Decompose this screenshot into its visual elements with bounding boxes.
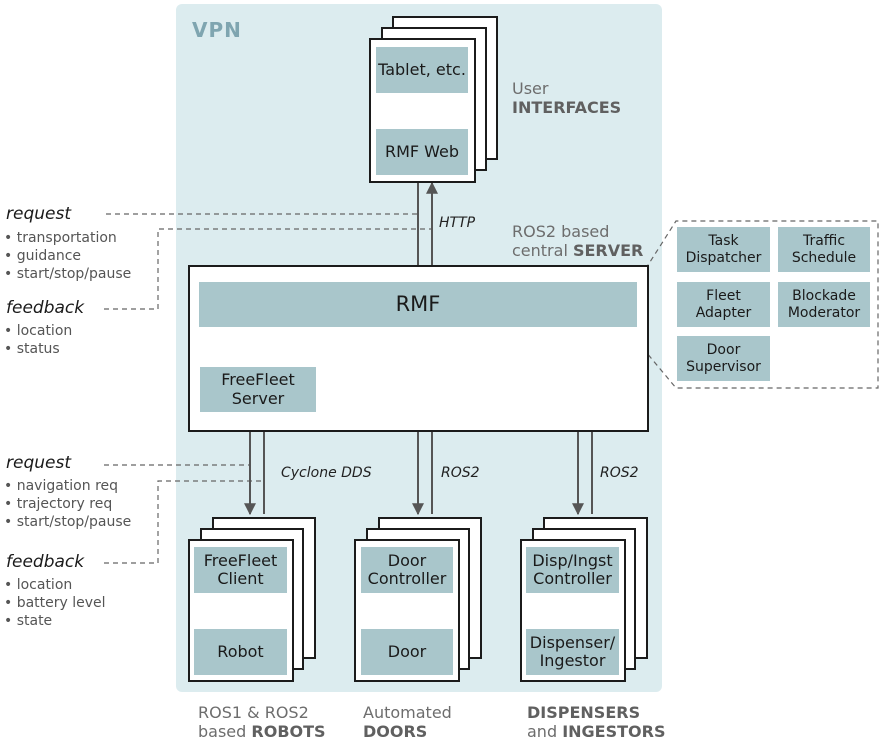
door-tile: Door [361, 629, 453, 675]
cyclone-dds-label: Cyclone DDS [281, 465, 372, 481]
robots-caption: ROS1 & ROS2 based ROBOTS [198, 703, 326, 741]
rmf-tile: RMF [199, 282, 637, 327]
freefleet-server-tile: FreeFleet Server [200, 367, 316, 412]
fleet-adapter-tile: Fleet Adapter [677, 282, 770, 327]
server-caption: ROS2 based central SERVER [512, 222, 644, 260]
ros2-dispensers-label: ROS2 [600, 465, 639, 481]
request-item: • navigation req [4, 478, 119, 494]
blockade-moderator-tile: Blockade Moderator [778, 282, 870, 327]
request-items-bottom: • navigation req • trajectory req • star… [4, 477, 131, 531]
task-dispatcher-tile: Task Dispatcher [677, 227, 770, 272]
dispenser-ingestor-tile: Dispenser/ Ingestor [526, 629, 619, 675]
http-label: HTTP [439, 215, 476, 231]
zoom-callout-outline [635, 220, 879, 389]
traffic-schedule-tile: Traffic Schedule [778, 227, 870, 272]
feedback-label-top: feedback [6, 298, 85, 318]
feedback-item: • status [4, 341, 60, 357]
feedback-item: • battery level [4, 595, 106, 611]
dispensers-caption: DISPENSERS and INGESTORS [527, 703, 666, 741]
request-item: • start/stop/pause [4, 266, 132, 282]
ros2-doors-label: ROS2 [441, 465, 480, 481]
request-label-top: request [6, 204, 71, 224]
freefleet-client-tile: FreeFleet Client [194, 547, 287, 593]
request-label-bottom: request [6, 453, 71, 473]
robot-tile: Robot [194, 629, 287, 675]
user-interfaces-caption: User INTERFACES [512, 79, 622, 117]
feedback-item: • state [4, 613, 53, 629]
feedback-items-top: • location • status [4, 322, 72, 358]
request-item: • trajectory req [4, 496, 113, 512]
feedback-items-bottom: • location • battery level • state [4, 576, 106, 630]
request-item: • start/stop/pause [4, 514, 132, 530]
door-supervisor-tile: Door Supervisor [677, 336, 770, 381]
door-controller-tile: Door Controller [361, 547, 453, 593]
request-item: • transportation [4, 230, 117, 246]
feedback-dashed-line-top [104, 228, 432, 310]
feedback-item: • location [4, 577, 73, 593]
request-items-top: • transportation • guidance • start/stop… [4, 229, 131, 283]
feedback-label-bottom: feedback [6, 552, 85, 572]
vpn-label: VPN [192, 18, 242, 42]
rmf-web-tile: RMF Web [376, 129, 468, 175]
doors-caption: Automated DOORS [363, 703, 452, 741]
feedback-dashed-line-bottom [104, 480, 264, 564]
request-item: • guidance [4, 248, 82, 264]
tablet-tile: Tablet, etc. [376, 47, 468, 93]
feedback-item: • location [4, 323, 73, 339]
disp-ingst-controller-tile: Disp/Ingst Controller [526, 547, 619, 593]
